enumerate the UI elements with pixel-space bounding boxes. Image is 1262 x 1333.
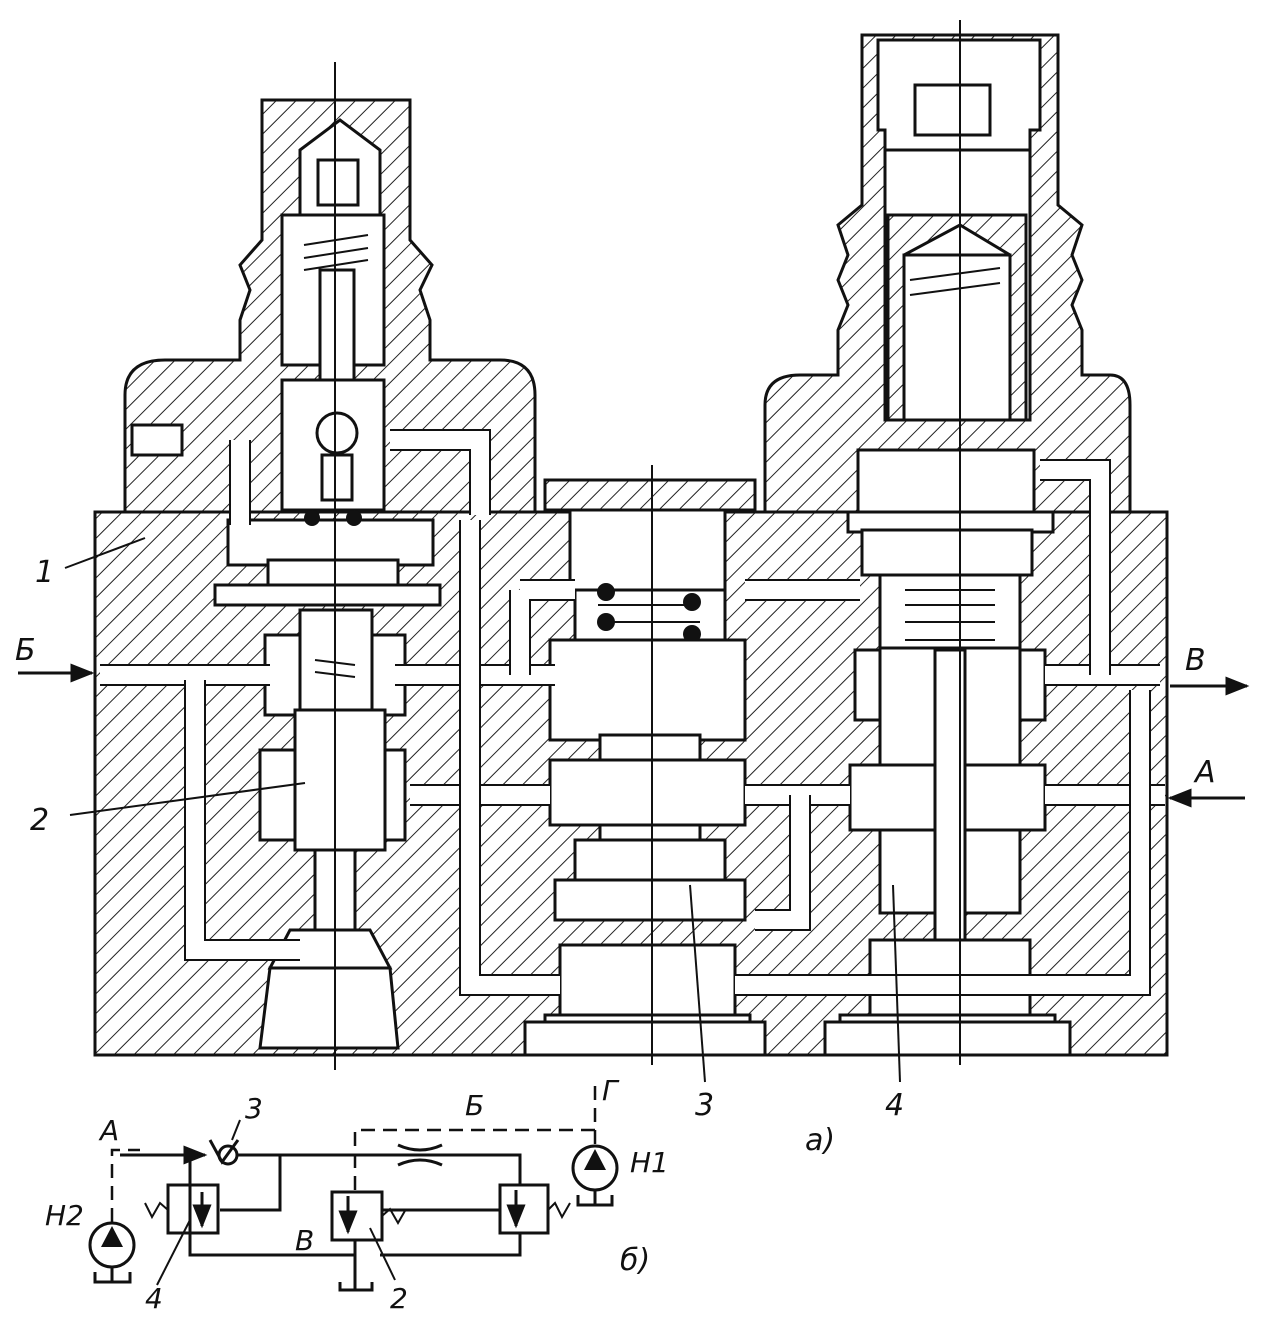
schem-label-g: Г (602, 1074, 620, 1107)
schem-callout-4: 4 (145, 1282, 163, 1315)
right-valve-housing (763, 33, 1132, 514)
port-arrows (18, 663, 1250, 808)
schem-callout-3: 3 (245, 1092, 263, 1125)
schem-label-v: В (295, 1224, 314, 1257)
schem-label-a: А (98, 1114, 119, 1147)
port-a-label: А (1193, 755, 1216, 790)
centre-lines (334, 20, 961, 1070)
schem-label-h1: Н1 (630, 1146, 669, 1179)
relief-valve-symbol (498, 1183, 550, 1235)
schem-label-b: Б (465, 1089, 484, 1122)
valve-4-symbol (166, 1183, 220, 1235)
schem-callout-2: 2 (390, 1282, 408, 1315)
callout-4: 4 (885, 1088, 904, 1123)
callout-3: 3 (695, 1088, 714, 1123)
reducing-valve-spool (823, 448, 1072, 1057)
view-a-caption: а) (805, 1123, 835, 1158)
callout-2: 2 (30, 803, 49, 838)
port-v-label: В (1185, 643, 1206, 678)
callout-leaders (64, 537, 901, 1083)
view-b-caption: б) (620, 1243, 650, 1278)
internal-channels (100, 429, 1165, 996)
callout-1: 1 (35, 555, 54, 590)
left-valve-housing (123, 98, 537, 514)
schem-label-h2: Н2 (45, 1199, 84, 1232)
check-valve-3 (523, 478, 767, 1057)
port-b-label: Б (15, 633, 36, 668)
valve-2-symbol (330, 1190, 384, 1242)
hydraulic-schematic (88, 1085, 619, 1292)
